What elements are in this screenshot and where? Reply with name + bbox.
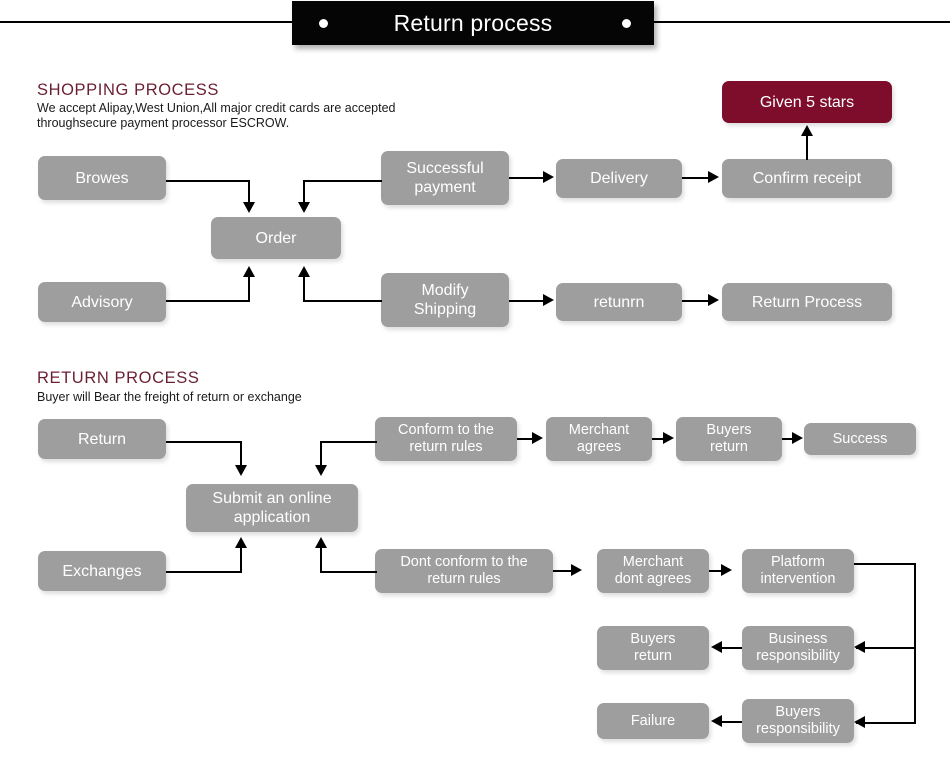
connector-browes-order-h (166, 180, 250, 182)
arrowhead-bus-buyersresp (854, 716, 865, 728)
connector-dontconform-submit-h (320, 571, 377, 573)
node-delivery[interactable]: Delivery (556, 159, 682, 198)
connector-delivery-confirm (682, 177, 710, 179)
connector-buyersresp-failure (720, 721, 742, 723)
connector-advisory-order-h (166, 300, 250, 302)
arrowhead-confirm-stars (801, 125, 813, 136)
connector-modify-order-h (303, 300, 382, 302)
node-buyers-responsibility[interactable]: Buyers responsibility (742, 699, 854, 743)
node-advisory[interactable]: Advisory (38, 282, 166, 322)
arrowhead-browes-order (243, 202, 255, 213)
connector-advisory-order-v (248, 276, 250, 302)
connector-confirm-stars (806, 135, 808, 160)
node-given-5-stars[interactable]: Given 5 stars (722, 81, 892, 123)
arrowhead-return-submit (235, 465, 247, 476)
arrowhead-buyersreturn-success (792, 432, 803, 444)
connector-bus-buyersresp-h (856, 722, 916, 724)
arrowhead-modify-retunrn (543, 294, 554, 306)
connector-merchantdont-platform (709, 570, 724, 572)
arrowhead-bus-business (854, 641, 865, 653)
connector-browes-order-v (248, 180, 250, 206)
node-modify-shipping[interactable]: Modify Shipping (381, 273, 509, 327)
connector-return-submit-h (166, 441, 242, 443)
node-failure[interactable]: Failure (597, 703, 709, 739)
node-confirm-receipt[interactable]: Confirm receipt (722, 159, 892, 198)
node-return-process[interactable]: Return Process (722, 283, 892, 321)
connector-payment-delivery (509, 177, 545, 179)
connector-conform-submit-v (320, 441, 322, 469)
arrowhead-dontconform-merchantdont (571, 564, 582, 576)
node-submit-online-application[interactable]: Submit an online application (186, 484, 358, 532)
node-conform-to-return-rules[interactable]: Conform to the return rules (375, 417, 517, 461)
arrowhead-modify-order (298, 266, 310, 277)
node-merchant-agrees[interactable]: Merchant agrees (546, 417, 652, 461)
connector-bus-business-h (856, 647, 916, 649)
connector-exchanges-submit-h (166, 571, 242, 573)
connector-dontconform-submit-v (320, 547, 322, 573)
node-buyers-return-top[interactable]: Buyers return (676, 417, 782, 461)
arrowhead-dontconform-submit (315, 537, 327, 548)
shopping-process-heading: SHOPPING PROCESS (37, 81, 219, 99)
arrowhead-buyersresp-failure (711, 715, 722, 727)
arrowhead-conform-merchant (532, 432, 543, 444)
node-retunrn[interactable]: retunrn (556, 283, 682, 321)
banner-dot-left-icon (319, 19, 328, 28)
connector-dontconform-merchantdont (553, 570, 573, 572)
node-return[interactable]: Return (38, 419, 166, 459)
arrowhead-business-buyersreturn (711, 641, 722, 653)
connector-business-buyersreturn (720, 647, 742, 649)
arrowhead-merchantdont-platform (721, 564, 732, 576)
node-browes[interactable]: Browes (38, 156, 166, 200)
connector-modify-order-v (303, 276, 305, 302)
node-exchanges[interactable]: Exchanges (38, 551, 166, 591)
node-business-responsibility[interactable]: Business responsibility (742, 626, 854, 670)
node-platform-intervention[interactable]: Platform intervention (742, 549, 854, 593)
arrowhead-payment-order (298, 202, 310, 213)
connector-bus-vertical (914, 563, 916, 724)
arrowhead-advisory-order (243, 266, 255, 277)
node-dont-conform-to-return-rules[interactable]: Dont conform to the return rules (375, 549, 553, 593)
return-process-heading: RETURN PROCESS (37, 369, 200, 387)
connector-platform-bus-h (854, 563, 916, 565)
connector-buyersreturn-success (782, 438, 795, 440)
node-success[interactable]: Success (804, 423, 916, 455)
connector-return-submit-v (240, 441, 242, 469)
connector-retunrn-returnprocess (682, 300, 710, 302)
connector-conform-merchant (517, 438, 534, 440)
arrowhead-merchant-buyersreturn (663, 432, 674, 444)
arrowhead-conform-submit (315, 465, 327, 476)
header-banner: Return process (292, 1, 654, 45)
shopping-process-subtitle: We accept Alipay,West Union,All major cr… (37, 101, 396, 130)
connector-payment-order-v (303, 180, 305, 206)
page-title: Return process (393, 9, 553, 36)
arrowhead-exchanges-submit (235, 537, 247, 548)
arrowhead-retunrn-returnprocess (708, 294, 719, 306)
arrowhead-payment-delivery (543, 171, 554, 183)
node-buyers-return-mid[interactable]: Buyers return (597, 626, 709, 670)
connector-payment-order-h (303, 180, 382, 182)
connector-conform-submit-h (320, 441, 377, 443)
connector-merchant-buyersreturn (652, 438, 666, 440)
connector-exchanges-submit-v (240, 547, 242, 573)
node-successful-payment[interactable]: Successful payment (381, 151, 509, 205)
connector-modify-retunrn (509, 300, 545, 302)
node-merchant-dont-agrees[interactable]: Merchant dont agrees (597, 549, 709, 593)
banner-dot-right-icon (622, 19, 631, 28)
node-order[interactable]: Order (211, 217, 341, 259)
return-process-subtitle: Buyer will Bear the freight of return or… (37, 390, 302, 404)
arrowhead-delivery-confirm (708, 171, 719, 183)
